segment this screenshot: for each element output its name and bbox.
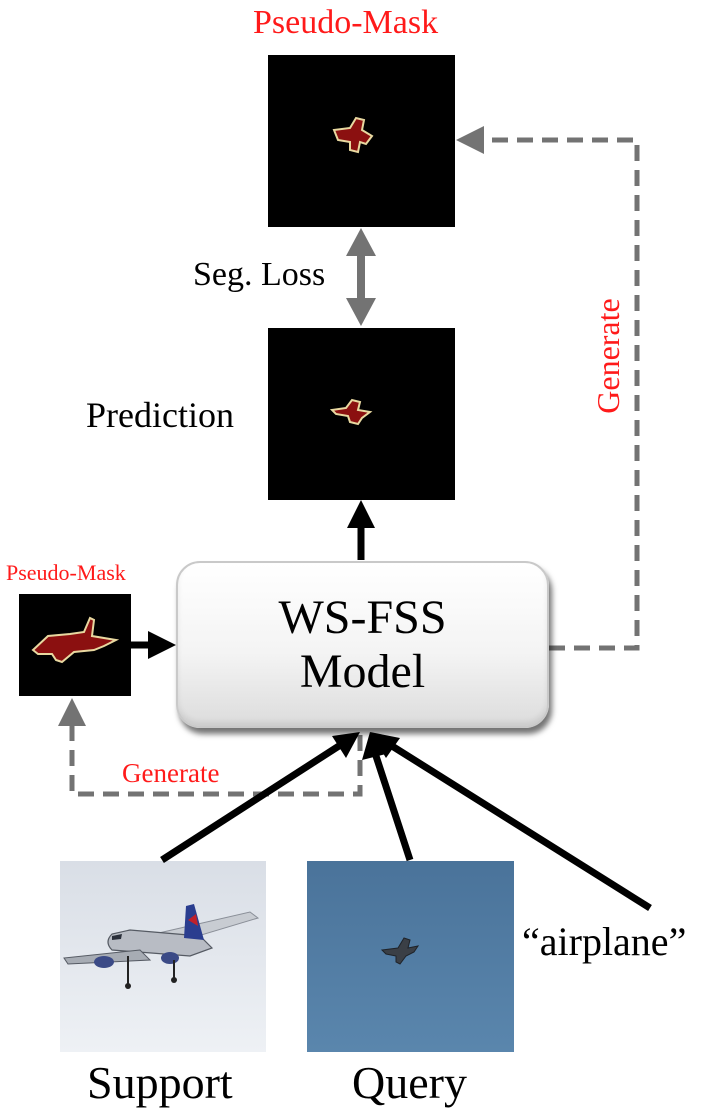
- seg-loss-double-arrow: [346, 228, 376, 326]
- support-label: Support: [87, 1057, 233, 1108]
- fighter-jet-prediction-icon: [329, 398, 373, 426]
- mask-to-model-arrow: [131, 631, 176, 659]
- dashed-arrowhead-left: [58, 698, 86, 726]
- query-to-model-arrow: [362, 732, 414, 862]
- generate-dashed-arrow-bottom: [69, 722, 363, 797]
- ws-fss-model-box: WS-FSS Model: [176, 561, 549, 728]
- query-label: Query: [352, 1057, 467, 1108]
- model-label-line1: WS-FSS: [278, 591, 447, 644]
- text-to-model-arrow: [370, 732, 652, 911]
- dashed-arrowhead-top: [456, 126, 484, 154]
- seg-loss-label: Seg. Loss: [193, 256, 326, 293]
- prediction-label: Prediction: [86, 395, 234, 435]
- fighter-jet-mask-icon: [332, 116, 374, 154]
- pseudo-mask-left-image: [19, 594, 131, 696]
- passenger-jet-mask-icon: [31, 616, 120, 664]
- generate-right-label: Generate: [590, 298, 626, 414]
- generate-bottom-label: Generate: [122, 758, 220, 788]
- support-image: [60, 861, 266, 1052]
- pseudo-mask-top-label: Pseudo-Mask: [253, 4, 439, 41]
- prediction-image: [268, 328, 455, 500]
- passenger-jet-icon: [63, 904, 260, 989]
- text-prompt-label: “airplane”: [522, 919, 687, 964]
- query-image: [307, 861, 514, 1052]
- model-to-prediction-arrow: [347, 500, 375, 560]
- model-label-line2: Model: [299, 645, 426, 698]
- fighter-jet-icon: [380, 937, 420, 965]
- support-to-model-arrow: [160, 732, 360, 863]
- pseudo-mask-left-label: Pseudo-Mask: [6, 560, 126, 585]
- pseudo-mask-top-image: [268, 55, 455, 227]
- model-label: WS-FSS Model: [178, 591, 547, 699]
